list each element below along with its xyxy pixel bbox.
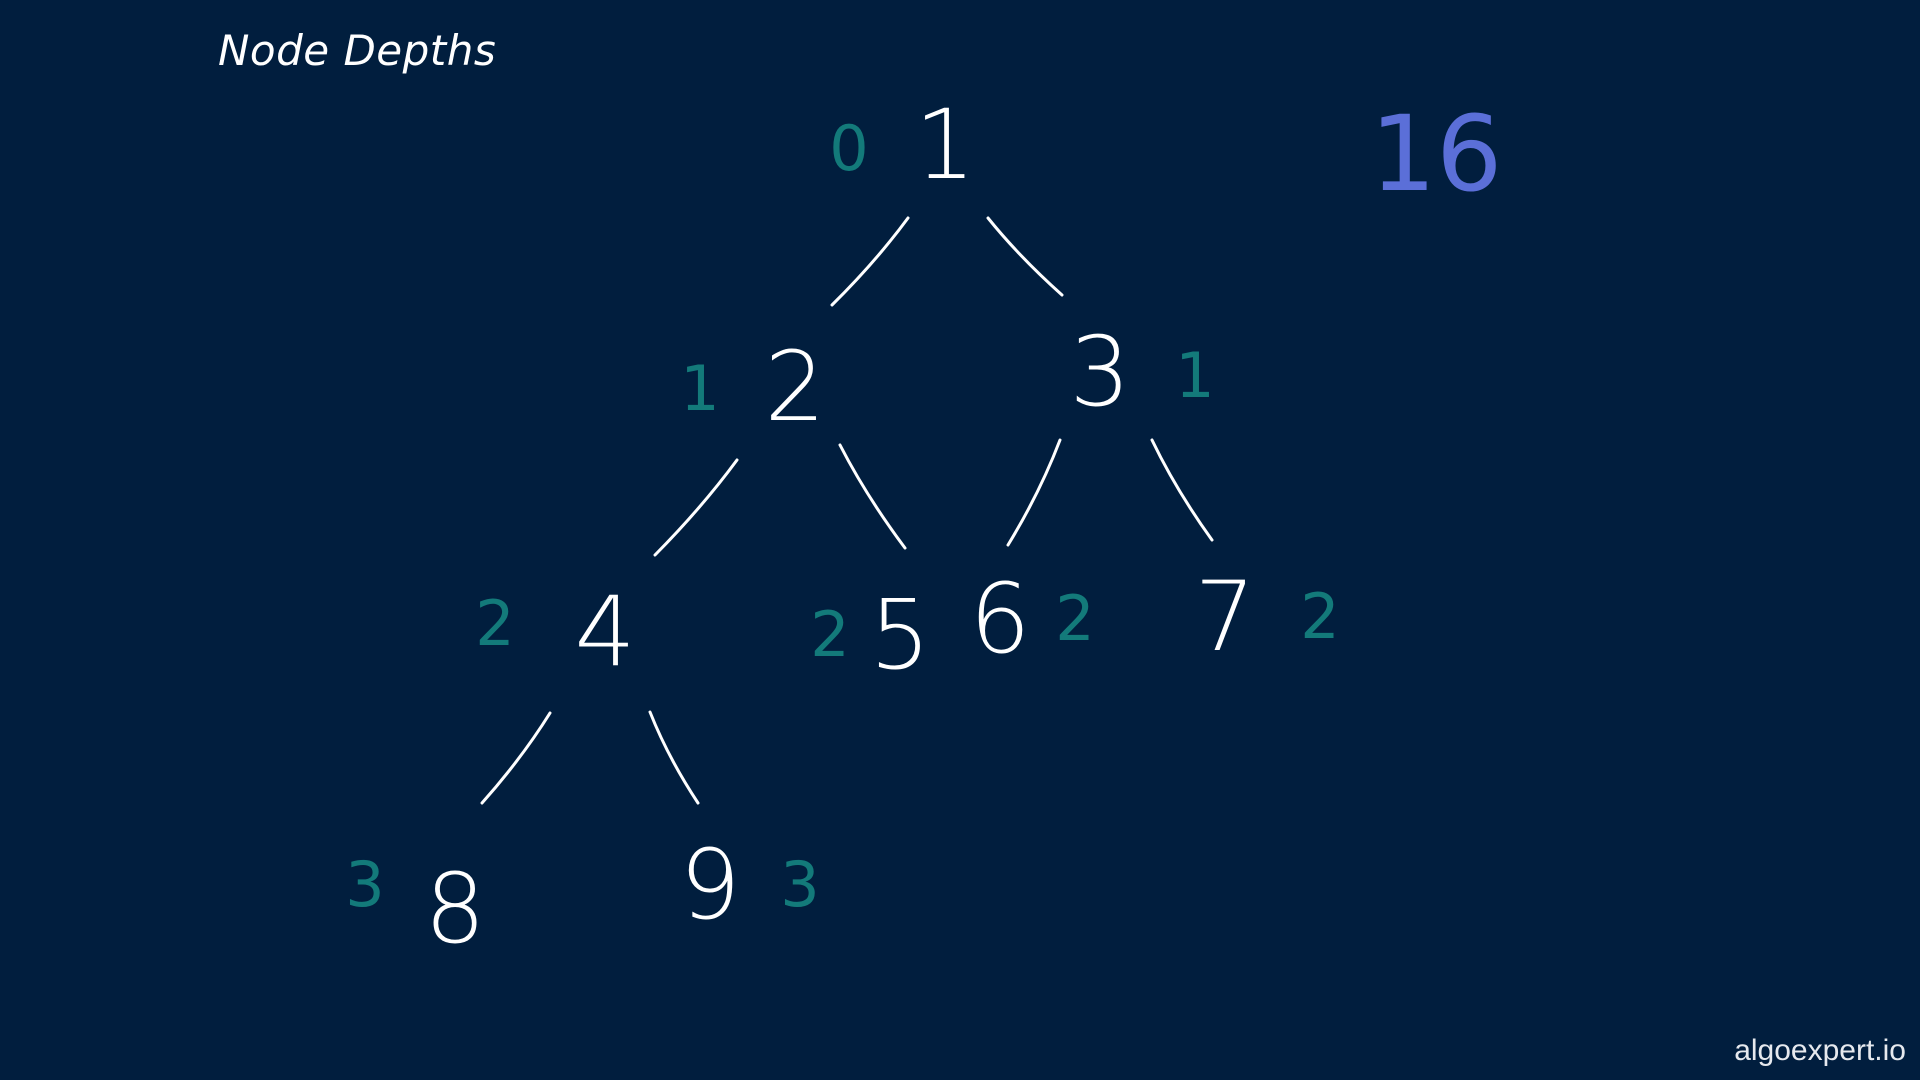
page-title: Node Depths (218, 26, 497, 75)
node-7: 7 (1194, 561, 1255, 673)
edge-4-8 (480, 711, 552, 805)
edge-1-3 (986, 216, 1064, 297)
edge-2-4 (653, 458, 739, 557)
depth-label-node-8: 3 (345, 848, 384, 921)
node-3: 3 (1069, 316, 1130, 428)
node-2: 2 (764, 331, 825, 443)
edge-1-2 (830, 216, 910, 307)
node-6: 6 (969, 563, 1030, 675)
node-5: 5 (869, 579, 930, 691)
edge-2-5 (838, 443, 907, 550)
depth-label-node-1: 0 (829, 112, 868, 185)
node-9: 9 (679, 829, 740, 941)
depth-label-node-5: 2 (810, 598, 849, 671)
edge-group (480, 216, 1214, 805)
edge-3-7 (1150, 438, 1214, 542)
node-1: 1 (914, 89, 975, 201)
depth-label-node-9: 3 (780, 848, 819, 921)
node-8: 8 (424, 853, 485, 965)
edge-3-6 (1006, 438, 1062, 547)
depth-label-node-6: 2 (1055, 582, 1094, 655)
edge-4-9 (648, 710, 700, 805)
watermark-logo: algoexpert.io (1734, 1034, 1906, 1067)
depth-sum-label: 16 (1370, 93, 1502, 215)
depth-label-node-4: 2 (475, 587, 514, 660)
depth-label-node-3: 1 (1175, 339, 1214, 412)
depth-label-node-2: 1 (680, 352, 719, 425)
node-4: 4 (574, 576, 635, 688)
depth-label-node-7: 2 (1300, 580, 1339, 653)
